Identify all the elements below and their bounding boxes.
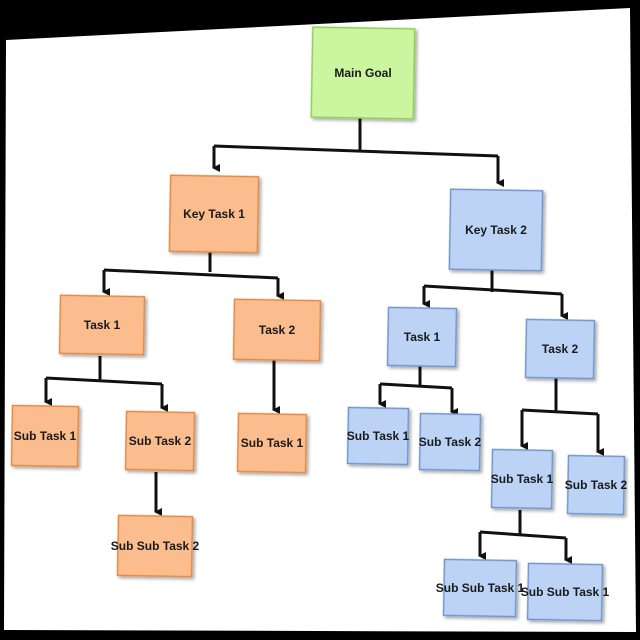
node-kt1-task-2-box	[232, 298, 322, 362]
node-kt2-subsub-1a: Sub Sub Task 1	[436, 558, 525, 618]
node-kt2-t1-sub-2: Sub Task 2	[418, 412, 482, 472]
node-key-task-2-box	[448, 188, 544, 272]
node-kt1-subsub-2: Sub Sub Task 2	[111, 514, 200, 578]
node-kt2-task-1: Task 1	[386, 306, 458, 368]
node-kt2-task-2-box	[524, 318, 596, 380]
node-main-goal-box	[310, 26, 416, 120]
node-main-goal-label: Main Goal	[334, 66, 391, 80]
node-key-task-1: Key Task 1	[168, 174, 260, 254]
node-kt1-task-1: Task 1	[58, 294, 146, 356]
node-kt2-t2-sub-2-label: Sub Task 2	[565, 478, 628, 492]
node-kt2-t2-sub-1: Sub Task 1	[490, 448, 554, 510]
node-key-task-1-label: Key Task 1	[183, 207, 245, 221]
node-kt2-t2-sub-1-label: Sub Task 1	[491, 472, 554, 486]
node-kt1-t1-sub-2: Sub Task 2	[124, 410, 196, 472]
node-kt1-task-1-box	[58, 294, 146, 356]
node-kt2-t1-sub-1: Sub Task 1	[346, 406, 410, 466]
node-kt2-t2-sub-2-box	[566, 454, 626, 516]
node-kt1-t1-sub-2-label: Sub Task 2	[129, 434, 192, 448]
node-kt1-t2-sub-1-label: Sub Task 1	[241, 436, 304, 450]
node-kt2-subsub-1a-label: Sub Sub Task 1	[436, 581, 525, 595]
connector-main	[213, 118, 499, 158]
node-kt1-t1-sub-1-box	[10, 404, 80, 468]
node-key-task-2: Key Task 2	[448, 188, 544, 272]
node-kt1-t1-sub-1: Sub Task 1	[10, 404, 80, 468]
node-kt2-task-2-label: Task 2	[542, 342, 579, 356]
node-kt1-subsub-2-box	[116, 514, 194, 578]
node-kt2-t1-sub-1-box	[346, 406, 410, 466]
node-kt1-subsub-2-label: Sub Sub Task 2	[111, 539, 200, 553]
node-kt1-t1-sub-2-box	[124, 410, 196, 472]
connector-kt1	[103, 252, 279, 280]
node-kt2-task-1-box	[386, 306, 458, 368]
node-kt1-t2-sub-1: Sub Task 1	[236, 412, 308, 474]
node-kt2-subsub-1b-box	[526, 562, 604, 622]
connector-kt1-t1	[45, 356, 163, 386]
node-kt2-t1-sub-2-box	[418, 412, 482, 472]
connectors	[44, 118, 604, 564]
node-key-task-1-box	[168, 174, 260, 254]
node-kt2-t1-sub-1-label: Sub Task 1	[347, 429, 410, 443]
node-kt1-t2-sub-1-box	[236, 412, 308, 474]
connector-kt2-t2	[521, 378, 599, 416]
node-kt2-t2-sub-2: Sub Task 2	[565, 454, 628, 516]
connector-kt2	[423, 270, 563, 296]
node-kt1-task-1-label: Task 1	[84, 318, 121, 332]
node-main-goal: Main Goal	[310, 26, 416, 120]
node-kt2-t1-sub-2-label: Sub Task 2	[419, 435, 482, 449]
node-kt2-subsub-1a-box	[442, 558, 518, 618]
node-kt1-t1-sub-1-label: Sub Task 1	[14, 429, 77, 443]
node-kt1-task-2: Task 2	[232, 298, 322, 362]
connector-kt2-t2-s1	[479, 510, 567, 540]
connector-kt2-t1	[379, 366, 453, 390]
node-key-task-2-label: Key Task 2	[465, 223, 527, 237]
node-kt2-task-2: Task 2	[524, 318, 596, 380]
node-kt2-task-1-label: Task 1	[404, 330, 441, 344]
node-kt2-t2-sub-1-box	[490, 448, 554, 510]
node-kt2-subsub-1b-label: Sub Sub Task 1	[521, 585, 610, 599]
node-kt1-task-2-label: Task 2	[259, 323, 296, 337]
node-kt2-subsub-1b: Sub Sub Task 1	[521, 562, 610, 622]
